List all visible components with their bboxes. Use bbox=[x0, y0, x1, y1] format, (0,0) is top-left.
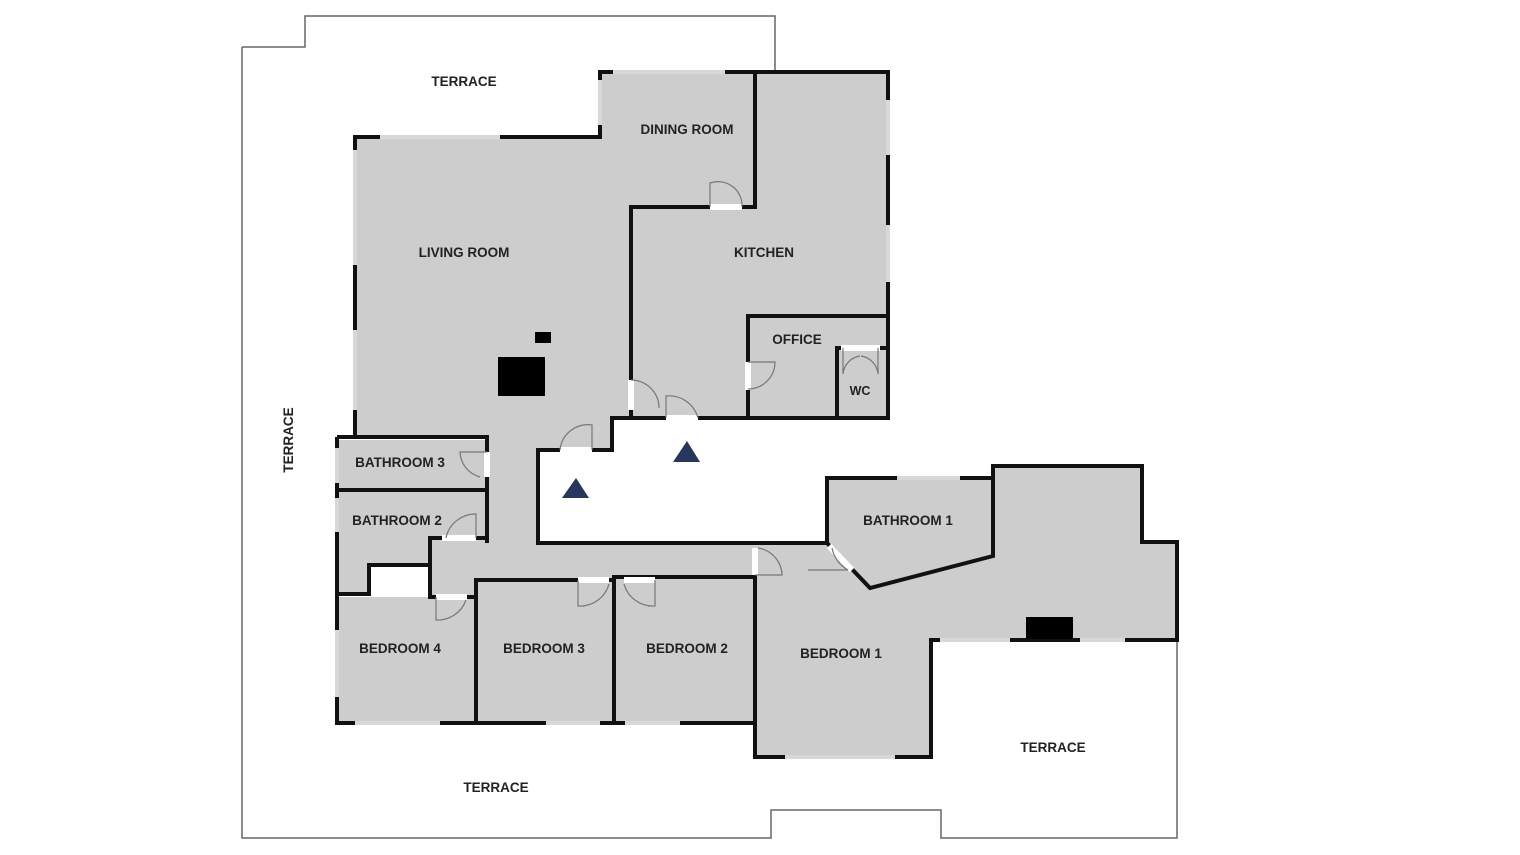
label-bedroom-4: BEDROOM 4 bbox=[359, 641, 441, 656]
label-bedroom-1: BEDROOM 1 bbox=[800, 646, 882, 661]
kitchen-fill bbox=[631, 72, 888, 418]
view-marker-icon[interactable] bbox=[673, 441, 700, 462]
label-bathroom-2: BATHROOM 2 bbox=[352, 513, 442, 528]
label-wc: WC bbox=[850, 384, 871, 398]
label-office: OFFICE bbox=[772, 332, 822, 347]
hall-fill bbox=[430, 538, 755, 597]
room-labels: TERRACE TERRACE TERRACE TERRACE DINING R… bbox=[281, 74, 1086, 795]
label-bedroom-2: BEDROOM 2 bbox=[646, 641, 728, 656]
label-dining-room: DINING ROOM bbox=[641, 122, 734, 137]
label-kitchen: KITCHEN bbox=[734, 245, 794, 260]
bedroom-4-fill bbox=[337, 597, 476, 723]
label-terrace-right: TERRACE bbox=[1020, 740, 1085, 755]
view-marker-icon[interactable] bbox=[562, 478, 589, 498]
terrace-outline bbox=[241, 15, 1178, 839]
label-terrace-left: TERRACE bbox=[281, 407, 296, 472]
label-terrace-bottom: TERRACE bbox=[463, 780, 528, 795]
bedroom-3-fill bbox=[476, 580, 614, 723]
doors bbox=[435, 181, 880, 621]
label-terrace-top: TERRACE bbox=[431, 74, 496, 89]
label-bathroom-1: BATHROOM 1 bbox=[863, 513, 953, 528]
bedroom-1-fill bbox=[755, 466, 1177, 757]
room-fills bbox=[337, 72, 1177, 757]
fireplace-block-bedroom bbox=[1026, 617, 1073, 639]
label-bedroom-3: BEDROOM 3 bbox=[503, 641, 585, 656]
living-room-fill bbox=[355, 72, 755, 543]
small-block bbox=[535, 332, 551, 343]
bathroom-2-fill bbox=[337, 490, 487, 594]
label-living-room: LIVING ROOM bbox=[419, 245, 510, 260]
bathroom-3-fill bbox=[337, 440, 487, 490]
windows bbox=[335, 70, 1125, 759]
bedroom-2-fill bbox=[614, 580, 755, 723]
label-bathroom-3: BATHROOM 3 bbox=[355, 455, 445, 470]
fireplace-block bbox=[498, 357, 545, 396]
